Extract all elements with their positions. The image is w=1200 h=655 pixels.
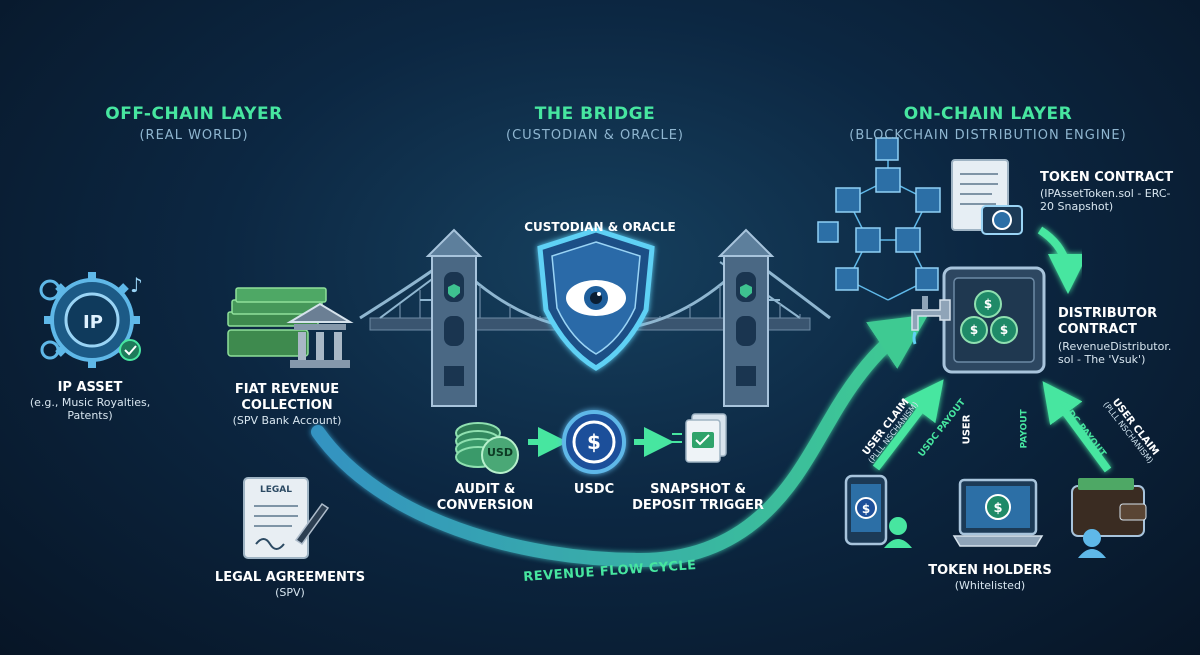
- svg-text:$: $: [993, 501, 1002, 516]
- usdc-label: USDC: [573, 482, 615, 497]
- legal-agreements-label: LEGAL AGREEMENTS: [214, 570, 366, 585]
- on-chain-title: ON-CHAIN LAYER: [903, 104, 1073, 124]
- wallet-user-icon: [1071, 478, 1147, 558]
- contract-camera-icon: [951, 159, 1023, 235]
- svg-text:$: $: [970, 323, 978, 337]
- off-chain-subtitle: (REAL WORLD): [139, 128, 249, 143]
- legal-agreements-detail: (SPV): [275, 586, 305, 599]
- snapshot-document-icon: [670, 413, 727, 463]
- shield-eye-icon: [537, 227, 655, 371]
- ip-asset-label: IP ASSET: [57, 380, 123, 395]
- ip-gear-icon: ♪: [39, 272, 143, 368]
- distributor-contract-title: DISTRIBUTOR CONTRACT: [1058, 306, 1158, 337]
- user-center-label: USER: [961, 414, 973, 445]
- svg-text:$: $: [1000, 323, 1008, 337]
- legal-document-icon: [243, 477, 330, 559]
- cash-bank-icon: [227, 287, 354, 368]
- payout-center-label: PAYOUT: [1019, 409, 1030, 449]
- revenue-flow-arrow: [311, 314, 929, 568]
- usdc-coin-icon: $: [562, 410, 626, 474]
- distributor-contract-detail: (RevenueDistributor. sol - The 'Vsuk'): [1058, 340, 1172, 367]
- off-chain-title: OFF-CHAIN LAYER: [105, 104, 283, 124]
- ip-asset-detail: (e.g., Music Royalties, Patents): [29, 396, 151, 423]
- on-chain-subtitle: (BLOCKCHAIN DISTRIBUTION ENGINE): [849, 128, 1127, 143]
- legal-doc-text: LEGAL: [260, 485, 292, 495]
- token-holders-title: TOKEN HOLDERS: [928, 563, 1052, 578]
- fiat-revenue-detail: (SPV Bank Account): [232, 414, 342, 427]
- fiat-revenue-label: FIAT REVENUE COLLECTION: [234, 382, 340, 413]
- vault-faucet-icon: $ $ $: [911, 266, 1046, 374]
- claim-arrow-right: [1042, 381, 1112, 473]
- laptop-coin-icon: $: [952, 478, 1044, 547]
- token-holders-detail: (Whitelisted): [954, 579, 1026, 592]
- usd-coins-icon: [455, 422, 519, 474]
- custodian-oracle-caption: CUSTODIAN & ORACLE: [524, 220, 676, 234]
- svg-text:$: $: [587, 430, 601, 454]
- usd-coin-text: USD: [487, 446, 513, 459]
- svg-text:$: $: [984, 297, 992, 311]
- svg-text:♪: ♪: [130, 273, 143, 297]
- audit-conversion-label: AUDIT & CONVERSION: [436, 482, 534, 513]
- ip-icon-text: IP: [83, 312, 103, 333]
- blockchain-network-icon: [817, 137, 941, 301]
- claim-arrow-left: [872, 379, 944, 471]
- svg-text:$: $: [862, 502, 870, 516]
- token-contract-detail: (IPAssetToken.sol - ERC-20 Snapshot): [1040, 187, 1171, 214]
- snapshot-deposit-label: SNAPSHOT & DEPOSIT TRIGGER: [632, 482, 764, 513]
- bridge-title: THE BRIDGE: [534, 104, 656, 124]
- bridge-subtitle: (CUSTODIAN & ORACLE): [506, 128, 684, 143]
- phone-user-icon: $: [844, 474, 912, 548]
- token-contract-title: TOKEN CONTRACT: [1040, 170, 1174, 185]
- arrow-token-to-distributor: [1037, 226, 1088, 294]
